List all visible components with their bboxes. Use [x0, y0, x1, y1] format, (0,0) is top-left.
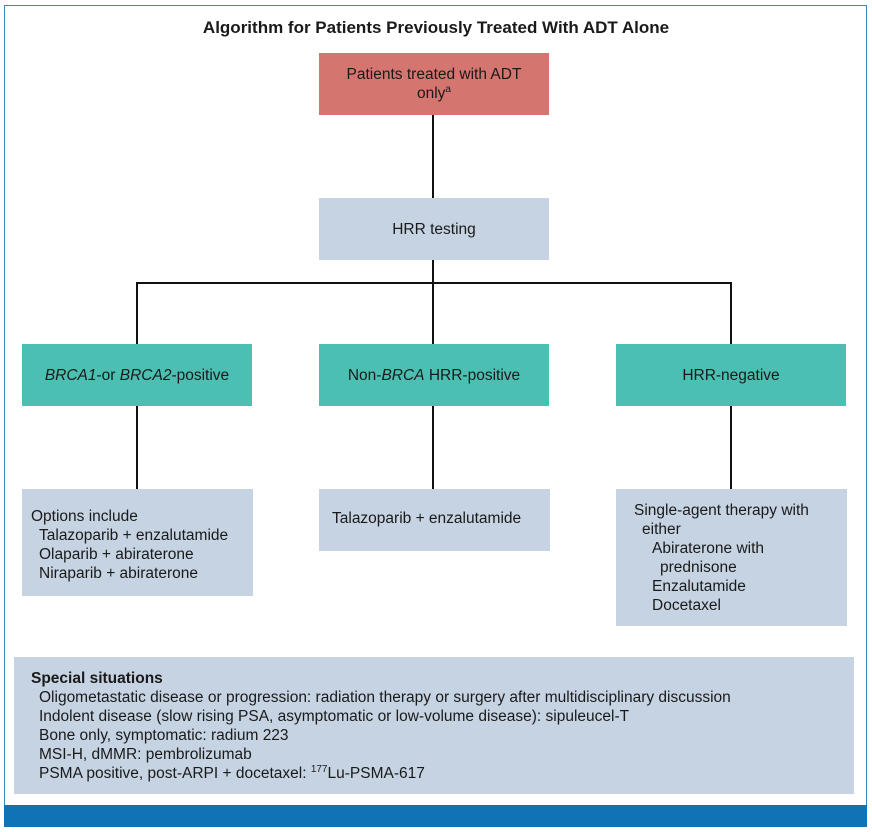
brca1-gene: BRCA1 [44, 366, 97, 384]
node-adt-only: Patients treated with ADT onlya [319, 53, 549, 115]
negative-item3: Docetaxel [652, 597, 721, 614]
special-situations: Special situations Oligometastatic disea… [14, 657, 854, 794]
negative-item2: Enzalutamide [652, 578, 746, 595]
connector-test-down [432, 260, 434, 344]
options-brca-item: Niraparib + abiraterone [39, 565, 198, 582]
special-item: Indolent disease (slow rising PSA, asymp… [39, 708, 630, 725]
node-brca-positive: BRCA1-or BRCA2-positive [22, 344, 252, 406]
node-adt-only-line2: only [416, 85, 446, 102]
brca-or-text: -or [96, 366, 120, 384]
psma-prefix: PSMA positive, post-ARPI + docetaxel: [39, 765, 311, 782]
special-item-psma: PSMA positive, post-ARPI + docetaxel: 17… [31, 764, 844, 783]
connector-brca-to-options [136, 406, 138, 489]
non-brca-gene: BRCA [381, 366, 425, 384]
connector-to-brca [136, 282, 138, 344]
bottom-color-bar [4, 805, 867, 827]
options-hrr-negative: Single-agent therapy with either Abirate… [616, 489, 847, 626]
special-item: MSI-H, dMMR: pembrolizumab [39, 746, 252, 763]
node-hrr-negative: HRR-negative [616, 344, 846, 406]
non-brca-suffix: HRR-positive [424, 366, 521, 384]
options-brca: Options include Talazoparib + enzalutami… [22, 489, 253, 596]
non-brca-prefix: Non- [347, 366, 382, 384]
node-hrr-negative-label: HRR-negative [682, 366, 780, 384]
node-hrr-testing: HRR testing [319, 198, 549, 260]
negative-line1: Single-agent therapy with [634, 502, 809, 519]
negative-line2: either [642, 521, 681, 538]
connector-root-to-test [432, 115, 434, 198]
brca-positive-suffix: -positive [171, 366, 230, 384]
diagram-title: Algorithm for Patients Previously Treate… [202, 18, 670, 37]
psma-suffix: Lu-PSMA-617 [327, 765, 425, 782]
negative-item1-line1: Abiraterone with [652, 540, 765, 557]
options-brca-header: Options include [31, 508, 138, 525]
options-non-brca: Talazoparib + enzalutamide [319, 489, 550, 551]
negative-item1-line2: prednisone [660, 559, 737, 576]
special-item: Oligometastatic disease or progression: … [39, 689, 731, 706]
brca2-gene: BRCA2 [119, 366, 172, 384]
connector-negative-to-options [730, 406, 732, 489]
lu177-superscript: 177 [310, 763, 328, 775]
options-brca-item: Talazoparib + enzalutamide [39, 527, 229, 544]
connector-horizontal [136, 282, 732, 284]
node-non-brca-hrr-positive: Non-BRCA HRR-positive [319, 344, 549, 406]
options-non-brca-label: Talazoparib + enzalutamide [332, 510, 522, 527]
node-hrr-testing-label: HRR testing [392, 220, 476, 238]
options-brca-item: Olaparib + abiraterone [39, 546, 194, 563]
special-item: Bone only, symptomatic: radium 223 [39, 727, 289, 744]
special-situations-title: Special situations [31, 670, 163, 687]
footnote-marker: a [445, 83, 451, 95]
connector-nonbrca-to-options [432, 406, 434, 489]
connector-to-negative [730, 282, 732, 344]
node-adt-only-line1: Patients treated with ADT [346, 66, 522, 83]
